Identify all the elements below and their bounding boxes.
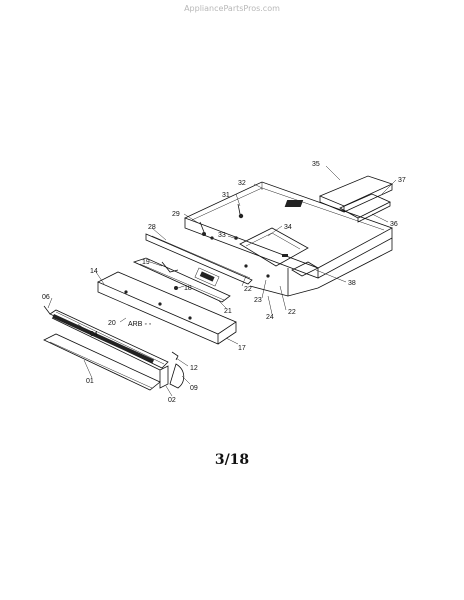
label-31: 31 — [222, 192, 230, 199]
label-24: 24 — [266, 314, 274, 321]
label-01: 01 — [86, 378, 94, 385]
label-22-upper: 22 — [244, 286, 252, 293]
label-14: 14 — [90, 268, 98, 275]
label-19: 19 — [142, 259, 150, 266]
label-17: 17 — [238, 345, 246, 352]
label-28: 28 — [148, 224, 156, 231]
label-09: 09 — [190, 385, 198, 392]
label-21: 21 — [224, 308, 232, 315]
watermark: AppliancePartsPros.com — [184, 4, 280, 13]
relay-module — [284, 193, 391, 223]
label-36: 36 — [390, 221, 398, 228]
label-23: 23 — [254, 297, 262, 304]
label-12: 12 — [190, 365, 198, 372]
label-04: 04 — [90, 331, 98, 338]
page-number: 3/18 — [214, 452, 250, 468]
label-02: 02 — [168, 397, 176, 404]
label-32: 32 — [238, 180, 246, 187]
mounting-rail — [145, 233, 253, 285]
end-caps — [159, 351, 185, 389]
label-34: 34 — [284, 224, 292, 231]
chassis-frame — [183, 181, 393, 297]
bracket-38 — [291, 261, 319, 277]
switch-bracket — [132, 257, 231, 303]
trim-strip — [43, 305, 169, 371]
label-37: 37 — [398, 177, 406, 184]
control-panel: ARB ◦ ◦ — [97, 271, 237, 345]
label-33: 33 — [218, 232, 226, 239]
leader-lines — [47, 165, 397, 397]
label-22-lower: 22 — [288, 309, 296, 316]
label-18: 18 — [184, 285, 192, 292]
svg-text:ARB ◦ ◦: ARB ◦ ◦ — [128, 321, 151, 328]
part-labels: 35 37 36 32 31 29 34 33 28 38 19 18 22 2… — [42, 161, 406, 404]
label-35: 35 — [312, 161, 320, 168]
label-20: 20 — [108, 320, 116, 327]
label-29: 29 — [172, 211, 180, 218]
label-38: 38 — [348, 280, 356, 287]
label-06: 06 — [42, 294, 50, 301]
screws — [199, 203, 270, 278]
